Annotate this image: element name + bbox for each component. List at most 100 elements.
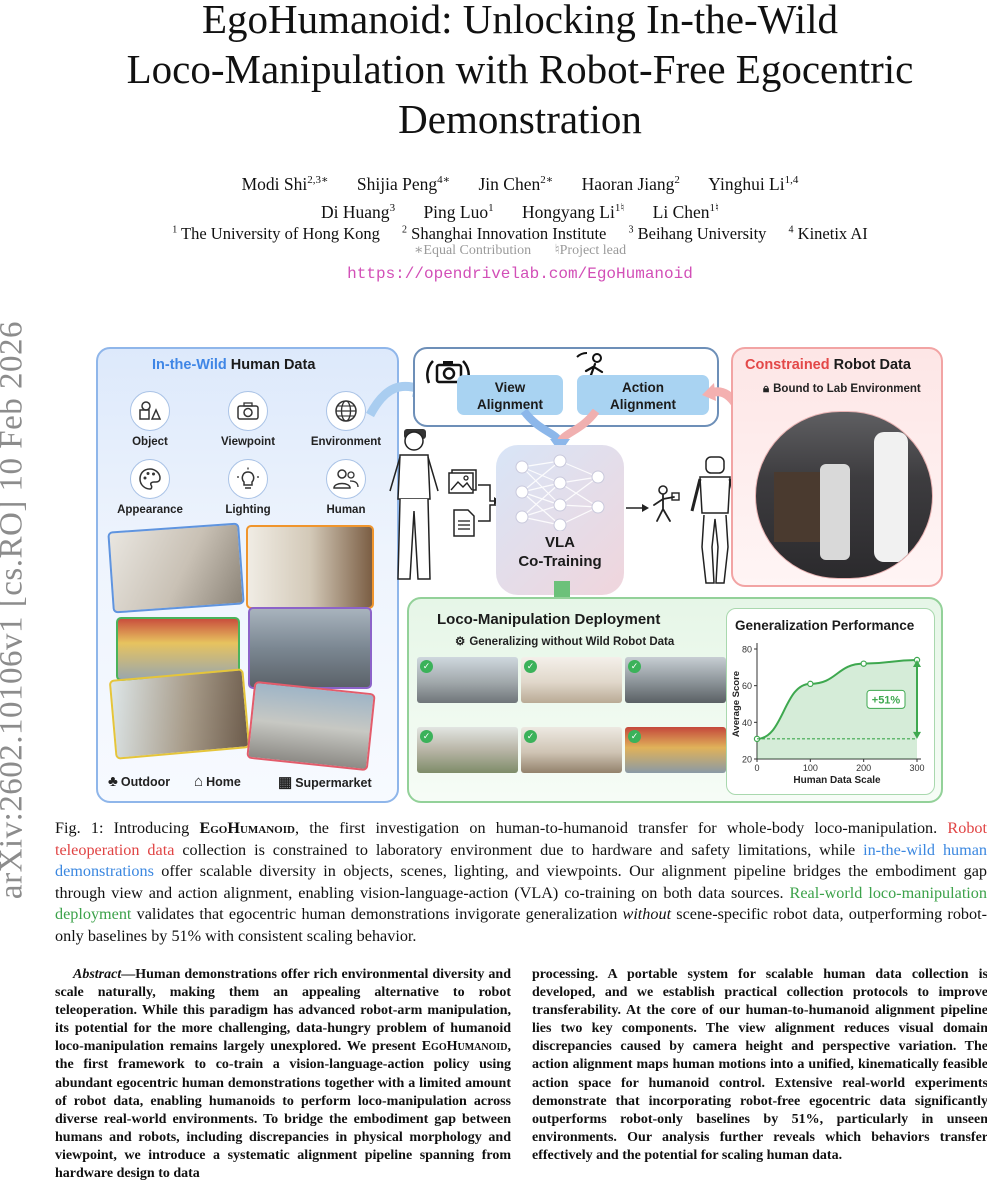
category-label: Appearance (117, 504, 183, 516)
check-icon: ✓ (628, 660, 641, 673)
human-photo-home (107, 522, 245, 614)
author: Shijia Peng4∗ (356, 173, 451, 194)
camera-icon (228, 391, 268, 431)
method-name: EgoHumanoid (199, 819, 295, 837)
deploy-photo: ✓ (417, 657, 518, 703)
affiliations: 1 The University of Hong Kong 2 Shanghai… (60, 219, 980, 245)
author: Yinghui Li1,4 (708, 173, 799, 194)
data-point (807, 680, 814, 688)
category-object: Object (112, 391, 188, 448)
bulb-icon (228, 459, 268, 499)
image-input-icon (448, 469, 478, 500)
y-tick-label: 80 (742, 645, 752, 655)
abstract-right-column: processing. A portable system for scalab… (532, 967, 987, 1163)
y-axis-label: Average Score (731, 671, 742, 737)
shapes-icon (130, 391, 170, 431)
deploy-photo: ✓ (417, 727, 518, 773)
robot-data-panel: Constrained Robot Data 🔒︎Bound to Lab En… (731, 347, 943, 587)
category-human: Human (308, 459, 384, 516)
deploy-photo: ✓ (625, 657, 726, 703)
human-photo-lobby (108, 668, 251, 760)
x-axis-label: Human Data Scale (793, 775, 881, 786)
author: Haoran Jiang2 (581, 173, 680, 194)
figure-1: In-the-Wild Human Data Object Viewpoint … (90, 345, 950, 807)
author: Modi Shi2,3∗ (241, 173, 329, 194)
human-photo-plaza (246, 680, 376, 772)
category-label: Environment (310, 436, 382, 448)
project-lead-note: ♮Project lead (554, 243, 627, 258)
human-operator-figure (389, 429, 439, 580)
affiliation: 2 Shanghai Innovation Institute (402, 223, 607, 243)
deployment-subtitle: ⚙Generalizing without Wild Robot Data (455, 636, 675, 648)
deploy-photo: ✓ (521, 657, 622, 703)
category-lighting: Lighting (210, 459, 286, 516)
x-tick-label: 0 (754, 763, 759, 773)
equal-contribution-note: ∗Equal Contribution (413, 243, 532, 258)
check-icon: ✓ (420, 730, 433, 743)
title-line: Loco-Manipulation with Robot-Free Egocen… (126, 46, 914, 92)
check-icon: ✓ (524, 730, 537, 743)
tree-icon: ♣ (108, 773, 118, 790)
human-photo-street (248, 607, 372, 689)
project-url-link[interactable]: https://opendrivelab.com/EgoHumanoid (347, 265, 693, 283)
arrow-head-down (913, 731, 921, 739)
robot-lab-photo (755, 411, 933, 579)
author: Ping Luo1 (423, 201, 494, 222)
deploy-photo: ✓ (625, 727, 726, 773)
author-row: Modi Shi2,3∗ Shijia Peng4∗ Jin Chen2∗ Ha… (60, 168, 980, 196)
robot-data-subtitle: 🔒︎Bound to Lab Environment (763, 383, 921, 395)
affiliation: 3 Beihang University (628, 223, 767, 243)
caption-robot-data-link[interactable]: Robot teleoperation data (55, 819, 987, 859)
paper-title: EgoHumanoid: Unlocking In-the-Wild Loco-… (60, 0, 980, 144)
chart-title: Generalization Performance (735, 618, 915, 633)
check-icon: ✓ (628, 730, 641, 743)
series-line (756, 659, 918, 740)
title-line: EgoHumanoid: Unlocking In-the-Wild (201, 0, 838, 42)
author: Di Huang3 (321, 201, 396, 222)
author: Hongyang Li1♮ (521, 201, 625, 222)
caption-deployment-link[interactable]: Real-world loco-manipulation deployment (55, 883, 987, 924)
title-line: Demonstration (398, 96, 642, 142)
figure-caption: Fig. 1: Introducing EgoHumanoid, the fir… (55, 819, 987, 945)
x-tick-label: 300 (909, 763, 924, 773)
category-label: Human (326, 504, 366, 516)
deployment-title: Loco-Manipulation Deployment (437, 611, 661, 628)
neural-network-icon (515, 454, 605, 531)
human-data-panel: In-the-Wild Human Data Object Viewpoint … (96, 347, 399, 803)
category-environment: Environment (308, 391, 384, 448)
deploy-photo: ✓ (521, 727, 622, 773)
human-data-title: In-the-Wild Human Data (152, 357, 316, 373)
arxiv-id: arXiv:2602.10106v1 [cs.RO] 10 Feb 2026 (0, 320, 30, 900)
store-icon: ▦ (278, 774, 293, 791)
human-photo-office (246, 525, 374, 609)
vla-output-arrow (626, 504, 649, 512)
globe-icon (326, 391, 366, 431)
palette-icon (130, 459, 170, 499)
improvement-label: +51% (872, 694, 901, 706)
y-tick-label: 60 (742, 681, 752, 691)
check-icon: ✓ (524, 660, 537, 673)
author-row: Di Huang3 Ping Luo1 Hongyang Li1♮ Li Che… (60, 196, 980, 224)
abstract-label: Abstract (73, 967, 122, 982)
robot-data-title: Constrained Robot Data (745, 357, 911, 373)
caption-human-data-link[interactable]: in-the-wild human demonstrations (55, 840, 987, 881)
author-notes: ∗Equal Contribution ♮Project lead (60, 242, 980, 259)
home-icon: ⌂ (194, 773, 204, 790)
arxiv-stamp: arXiv:2602.10106v1 [cs.RO] 10 Feb 2026 (0, 290, 32, 930)
lock-icon: 🔒︎ (763, 383, 770, 395)
document-input-icon (452, 509, 476, 542)
author: Li Chen1♮ (652, 201, 719, 222)
location-outdoor: ♣Outdoor (108, 773, 171, 790)
author: Jin Chen2∗ (478, 173, 554, 194)
category-label: Viewpoint (220, 436, 276, 448)
location-home: ⌂Home (194, 773, 241, 790)
y-tick-label: 20 (742, 755, 752, 765)
check-icon: ✓ (420, 660, 433, 673)
